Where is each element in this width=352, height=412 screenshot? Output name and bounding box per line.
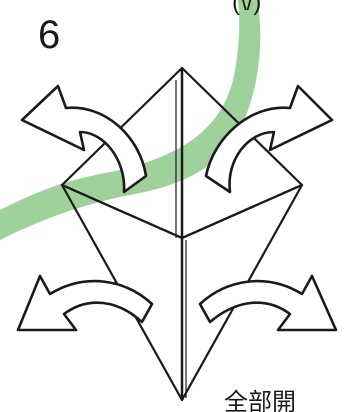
curved-arrow-icon (18, 276, 152, 330)
curved-arrow-icon (22, 86, 146, 192)
curved-arrow-icon (206, 86, 332, 192)
curved-arrow-icon (200, 276, 336, 330)
cutoff-caption: 全部開 (224, 389, 296, 412)
top-mark: (\/) (232, 0, 261, 16)
step-number: 6 (38, 13, 60, 57)
